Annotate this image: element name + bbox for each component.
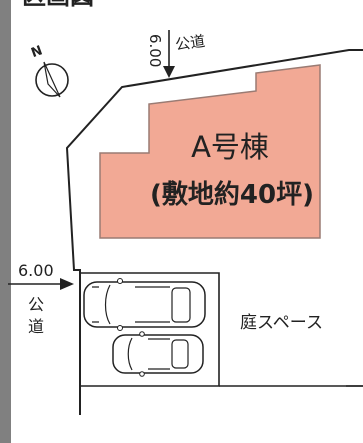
west-road-width: 6.00 bbox=[18, 261, 54, 280]
parking-area bbox=[80, 272, 220, 387]
building-area-label: (敷地約40坪) bbox=[150, 179, 314, 210]
parked-car-1 bbox=[83, 278, 206, 331]
lot-boundary bbox=[65, 49, 363, 387]
north-compass-icon: N bbox=[29, 43, 69, 98]
north-road-width: 6.00 bbox=[146, 34, 164, 67]
north-label: N bbox=[29, 43, 44, 61]
north-road-label: 公道 bbox=[174, 32, 206, 54]
building-name: A号棟 bbox=[191, 130, 269, 164]
garden-label: 庭スペース bbox=[240, 313, 323, 333]
west-road-label-char-2: 道 bbox=[28, 317, 44, 336]
building-a bbox=[99, 64, 321, 239]
arrow-down-icon bbox=[163, 66, 175, 78]
parked-car-2 bbox=[112, 331, 204, 377]
frame-bar bbox=[0, 0, 11, 443]
page-heading: 区画図 bbox=[22, 0, 94, 10]
west-road-annotation: 6.00 公 道 bbox=[8, 261, 74, 336]
west-road-label-char-1: 公 bbox=[28, 295, 44, 314]
arrow-right-icon bbox=[60, 278, 74, 290]
north-road-annotation: 6.00 公道 bbox=[146, 30, 206, 78]
